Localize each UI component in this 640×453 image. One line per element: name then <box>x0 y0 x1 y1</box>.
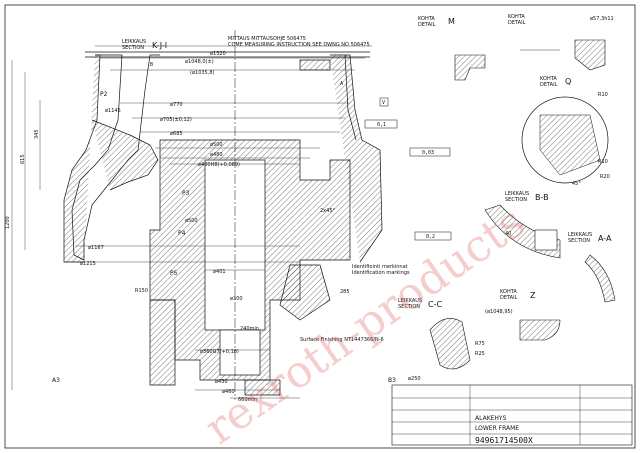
tol-runout: 0,03 <box>422 150 434 156</box>
dim-d480: ø480 <box>210 152 223 158</box>
svg-text:KOHTA: KOHTA <box>500 289 517 295</box>
dim-d500b: ø500 <box>185 218 198 224</box>
svg-text:SECTION: SECTION <box>568 238 590 244</box>
main-section-view <box>63 30 383 400</box>
drawing-number: 94961714500X <box>475 436 533 445</box>
svg-text:45°: 45° <box>572 181 581 187</box>
svg-text:SECTION: SECTION <box>505 197 527 203</box>
dim-d500: ø500 <box>210 142 223 148</box>
marker-p3: P3 <box>182 190 190 197</box>
dim-l615: 615 <box>20 154 26 164</box>
title-block: ALAKEHYS LOWER FRAME 94961714500X <box>391 384 633 446</box>
svg-text:DETAIL: DETAIL <box>508 20 526 26</box>
dim-r150: R150 <box>135 288 148 294</box>
svg-text:Q: Q <box>565 77 571 86</box>
detail-q: KOHTA DETAIL Q R10 R10 R20 45° <box>521 76 610 187</box>
svg-text:(ø1048,95): (ø1048,95) <box>485 309 513 315</box>
dim-d1145: ø1145 <box>105 108 121 114</box>
svg-text:DETAIL: DETAIL <box>418 22 436 28</box>
svg-text:LEIKKAUS: LEIKKAUS <box>505 191 529 197</box>
svg-text:40: 40 <box>505 231 511 237</box>
surface-note: Surface Finishing NT1447366/N-6 <box>300 337 384 343</box>
svg-text:KOHTA: KOHTA <box>508 14 525 20</box>
svg-text:Z: Z <box>530 291 536 300</box>
marker-p4: P4 <box>178 230 186 237</box>
tol-position: 0,2 <box>426 234 435 240</box>
dim-l660: 660min <box>238 397 257 403</box>
part-name-en: LOWER FRAME <box>475 425 519 432</box>
svg-text:LEIKKAUS: LEIKKAUS <box>398 298 422 304</box>
section-cc: LEIKKAUS SECTION C-C R75 R25 ø250 <box>398 298 485 382</box>
section-name: K-J-I <box>152 41 167 50</box>
measure-note-fi: MITTAUS MITTAUSOHJE 506475 <box>228 36 306 42</box>
part-name-fi: ALAKEHYS <box>475 415 507 422</box>
marker-p5: P5 <box>170 270 178 277</box>
dim-d400: ø400H8(+0,089) <box>198 162 240 168</box>
svg-text:M: M <box>448 17 455 26</box>
main-view-labels: LEIKKAUS SECTION K-J-I MITTAUS MITTAUSOH… <box>5 36 410 403</box>
dim-d1320: ø1320 <box>210 51 226 57</box>
tolerance-frames: 0,1 0,03 0,2 V A B <box>150 62 452 241</box>
dim-d1048: ø1048,0(±) <box>185 59 214 65</box>
marker-p2: P2 <box>100 91 108 98</box>
dim-d770: ø770 <box>170 102 183 108</box>
dim-d1215: ø1215 <box>80 261 96 267</box>
detail-m: KOHTA DETAIL M <box>418 16 486 81</box>
dim-d685: ø685 <box>170 131 183 137</box>
sheet-border <box>4 4 636 449</box>
tol-flatness: 0,1 <box>377 122 386 128</box>
dim-l1200: 1200 <box>5 216 11 229</box>
svg-text:KOHTA: KOHTA <box>540 76 557 82</box>
dim-d430: ø430 <box>215 379 228 385</box>
datum-b: B <box>150 62 153 68</box>
datum-a: A <box>340 81 343 87</box>
datum-a3: A3 <box>52 377 60 384</box>
section-label-en: SECTION <box>122 45 144 51</box>
measure-note-en: COME MEASURING INSTRUCTION SEE DWNG NO 5… <box>228 42 370 48</box>
svg-text:B-B: B-B <box>535 193 549 202</box>
dim-l240: 240min <box>240 326 259 332</box>
svg-text:R75: R75 <box>475 341 485 347</box>
dim-d401: ø401 <box>213 269 226 275</box>
section-bb: LEIKKAUS SECTION B-B 40 <box>484 191 561 259</box>
svg-text:DETAIL: DETAIL <box>540 82 558 88</box>
marking-fi: Identifiointi merkinnat <box>352 264 408 270</box>
datum-v: V <box>382 100 385 106</box>
dim-d300: ø300 <box>230 296 243 302</box>
detail-z: KOHTA DETAIL Z (ø1048,95) <box>485 289 561 341</box>
dim-l345: 345 <box>34 129 40 139</box>
svg-text:R10: R10 <box>598 92 608 98</box>
dim-l285: 285 <box>340 289 350 295</box>
svg-text:C-C: C-C <box>428 300 442 309</box>
dim-d1035: (ø1035,8) <box>190 70 215 76</box>
svg-text:ø57,3h11: ø57,3h11 <box>590 16 614 22</box>
dim-d705: ø705(±0,12) <box>160 117 192 123</box>
svg-text:SECTION: SECTION <box>398 304 420 310</box>
svg-text:R10: R10 <box>598 159 608 165</box>
dimension-lines <box>11 45 372 399</box>
section-label-fi: LEIKKAUS <box>122 39 146 45</box>
svg-text:DETAIL: DETAIL <box>500 295 518 301</box>
svg-text:ø250: ø250 <box>408 376 421 382</box>
dim-d460: ø460 <box>222 389 235 395</box>
dim-d360: ø360G7(+0,18) <box>200 349 239 355</box>
datum-b3: B3 <box>388 377 396 384</box>
svg-text:LEIKKAUS: LEIKKAUS <box>568 232 592 238</box>
marking-en: Identification markings <box>352 270 410 276</box>
svg-text:R25: R25 <box>475 351 485 357</box>
section-aa: LEIKKAUS SECTION A-A <box>568 232 616 303</box>
svg-text:A-A: A-A <box>598 234 612 243</box>
dim-chamfer: 2x45° <box>320 208 336 214</box>
dim-d1167: ø1167 <box>88 245 104 251</box>
detail-top-right: KOHTA DETAIL ø57,3h11 <box>508 14 614 71</box>
svg-text:R20: R20 <box>600 174 610 180</box>
svg-text:KOHTA: KOHTA <box>418 16 435 22</box>
